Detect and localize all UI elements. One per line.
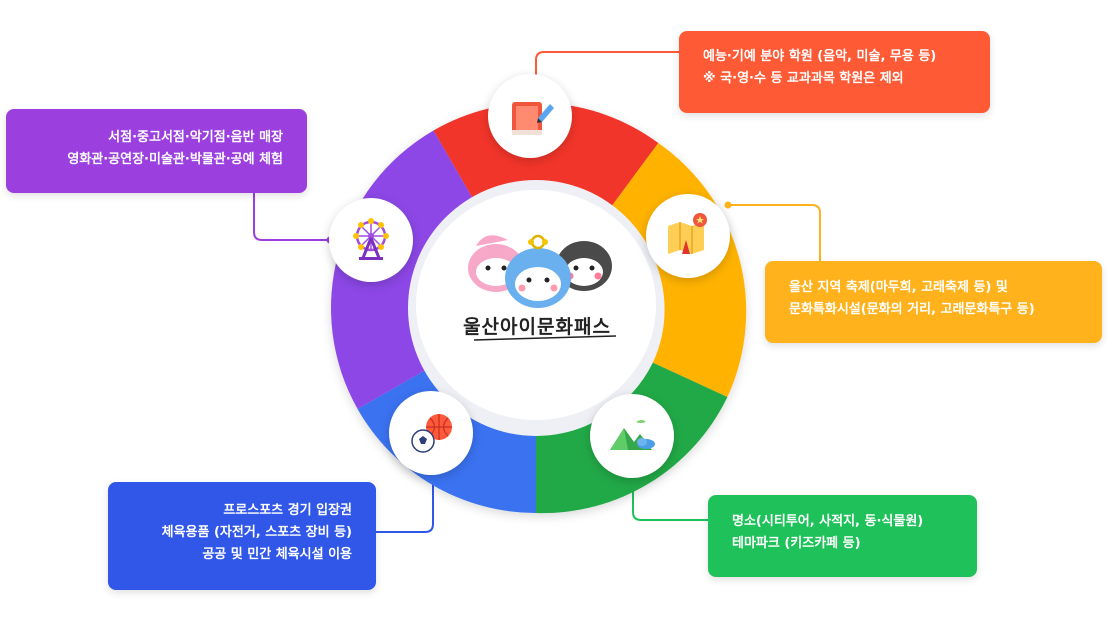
culture-line-2: 영화관·공연장·미술관·박물관·공예 체험 (67, 152, 283, 167)
map-flag-icon (646, 194, 730, 278)
festival-line-2: 문화특화시설(문화의 거리, 고래문화특구 등) (789, 302, 1035, 317)
arts-academy-line-1: 예능·기예 분야 학원 (음악, 미술, 무용 등) (703, 49, 937, 64)
mascot-illustration (468, 234, 617, 341)
sightseeing-box: 명소(시티투어, 사적지, 동·식물원) 테마파크 (키즈카페 등) (708, 495, 977, 577)
connector-green (632, 475, 708, 521)
mountain-cloud-icon (590, 394, 674, 478)
balls-icon (389, 391, 473, 475)
festival-line-1: 울산 지역 축제(마두희, 고래축제 등) 및 (789, 280, 1008, 295)
sightseeing-line-2: 테마파크 (키즈카페 등) (732, 536, 861, 551)
connector-purple (253, 193, 330, 241)
culture-line-1: 서점·중고서점·악기점·음반 매장 (108, 130, 283, 145)
sports-line-2: 체육용품 (자전거, 스포츠 장비 등) (161, 525, 352, 540)
sports-box: 프로스포츠 경기 입장권 체육용품 (자전거, 스포츠 장비 등) 공공 및 민… (108, 482, 376, 590)
arts-academy-box: 예능·기예 분야 학원 (음악, 미술, 무용 등) ※ 국·영·수 등 교과과… (679, 31, 990, 113)
ferris-wheel-icon (329, 198, 413, 282)
connector-orange (728, 204, 821, 261)
sports-line-3: 공공 및 민간 체육시설 이용 (202, 547, 352, 562)
festival-box: 울산 지역 축제(마두희, 고래축제 등) 및 문화특화시설(문화의 거리, 고… (765, 261, 1102, 343)
book-pencil-icon (488, 74, 572, 158)
culture-box: 서점·중고서점·악기점·음반 매장 영화관·공연장·미술관·박물관·공예 체험 (6, 109, 307, 193)
sightseeing-line-1: 명소(시티투어, 사적지, 동·식물원) (732, 514, 924, 529)
center-logo-area (416, 190, 656, 420)
logo-text: 울산아이문화패스 (463, 316, 611, 338)
arts-academy-line-2: ※ 국·영·수 등 교과과목 학원은 제외 (703, 71, 904, 86)
sports-line-1: 프로스포츠 경기 입장권 (223, 503, 352, 518)
connector-red (535, 51, 679, 95)
connector-blue (376, 475, 434, 533)
